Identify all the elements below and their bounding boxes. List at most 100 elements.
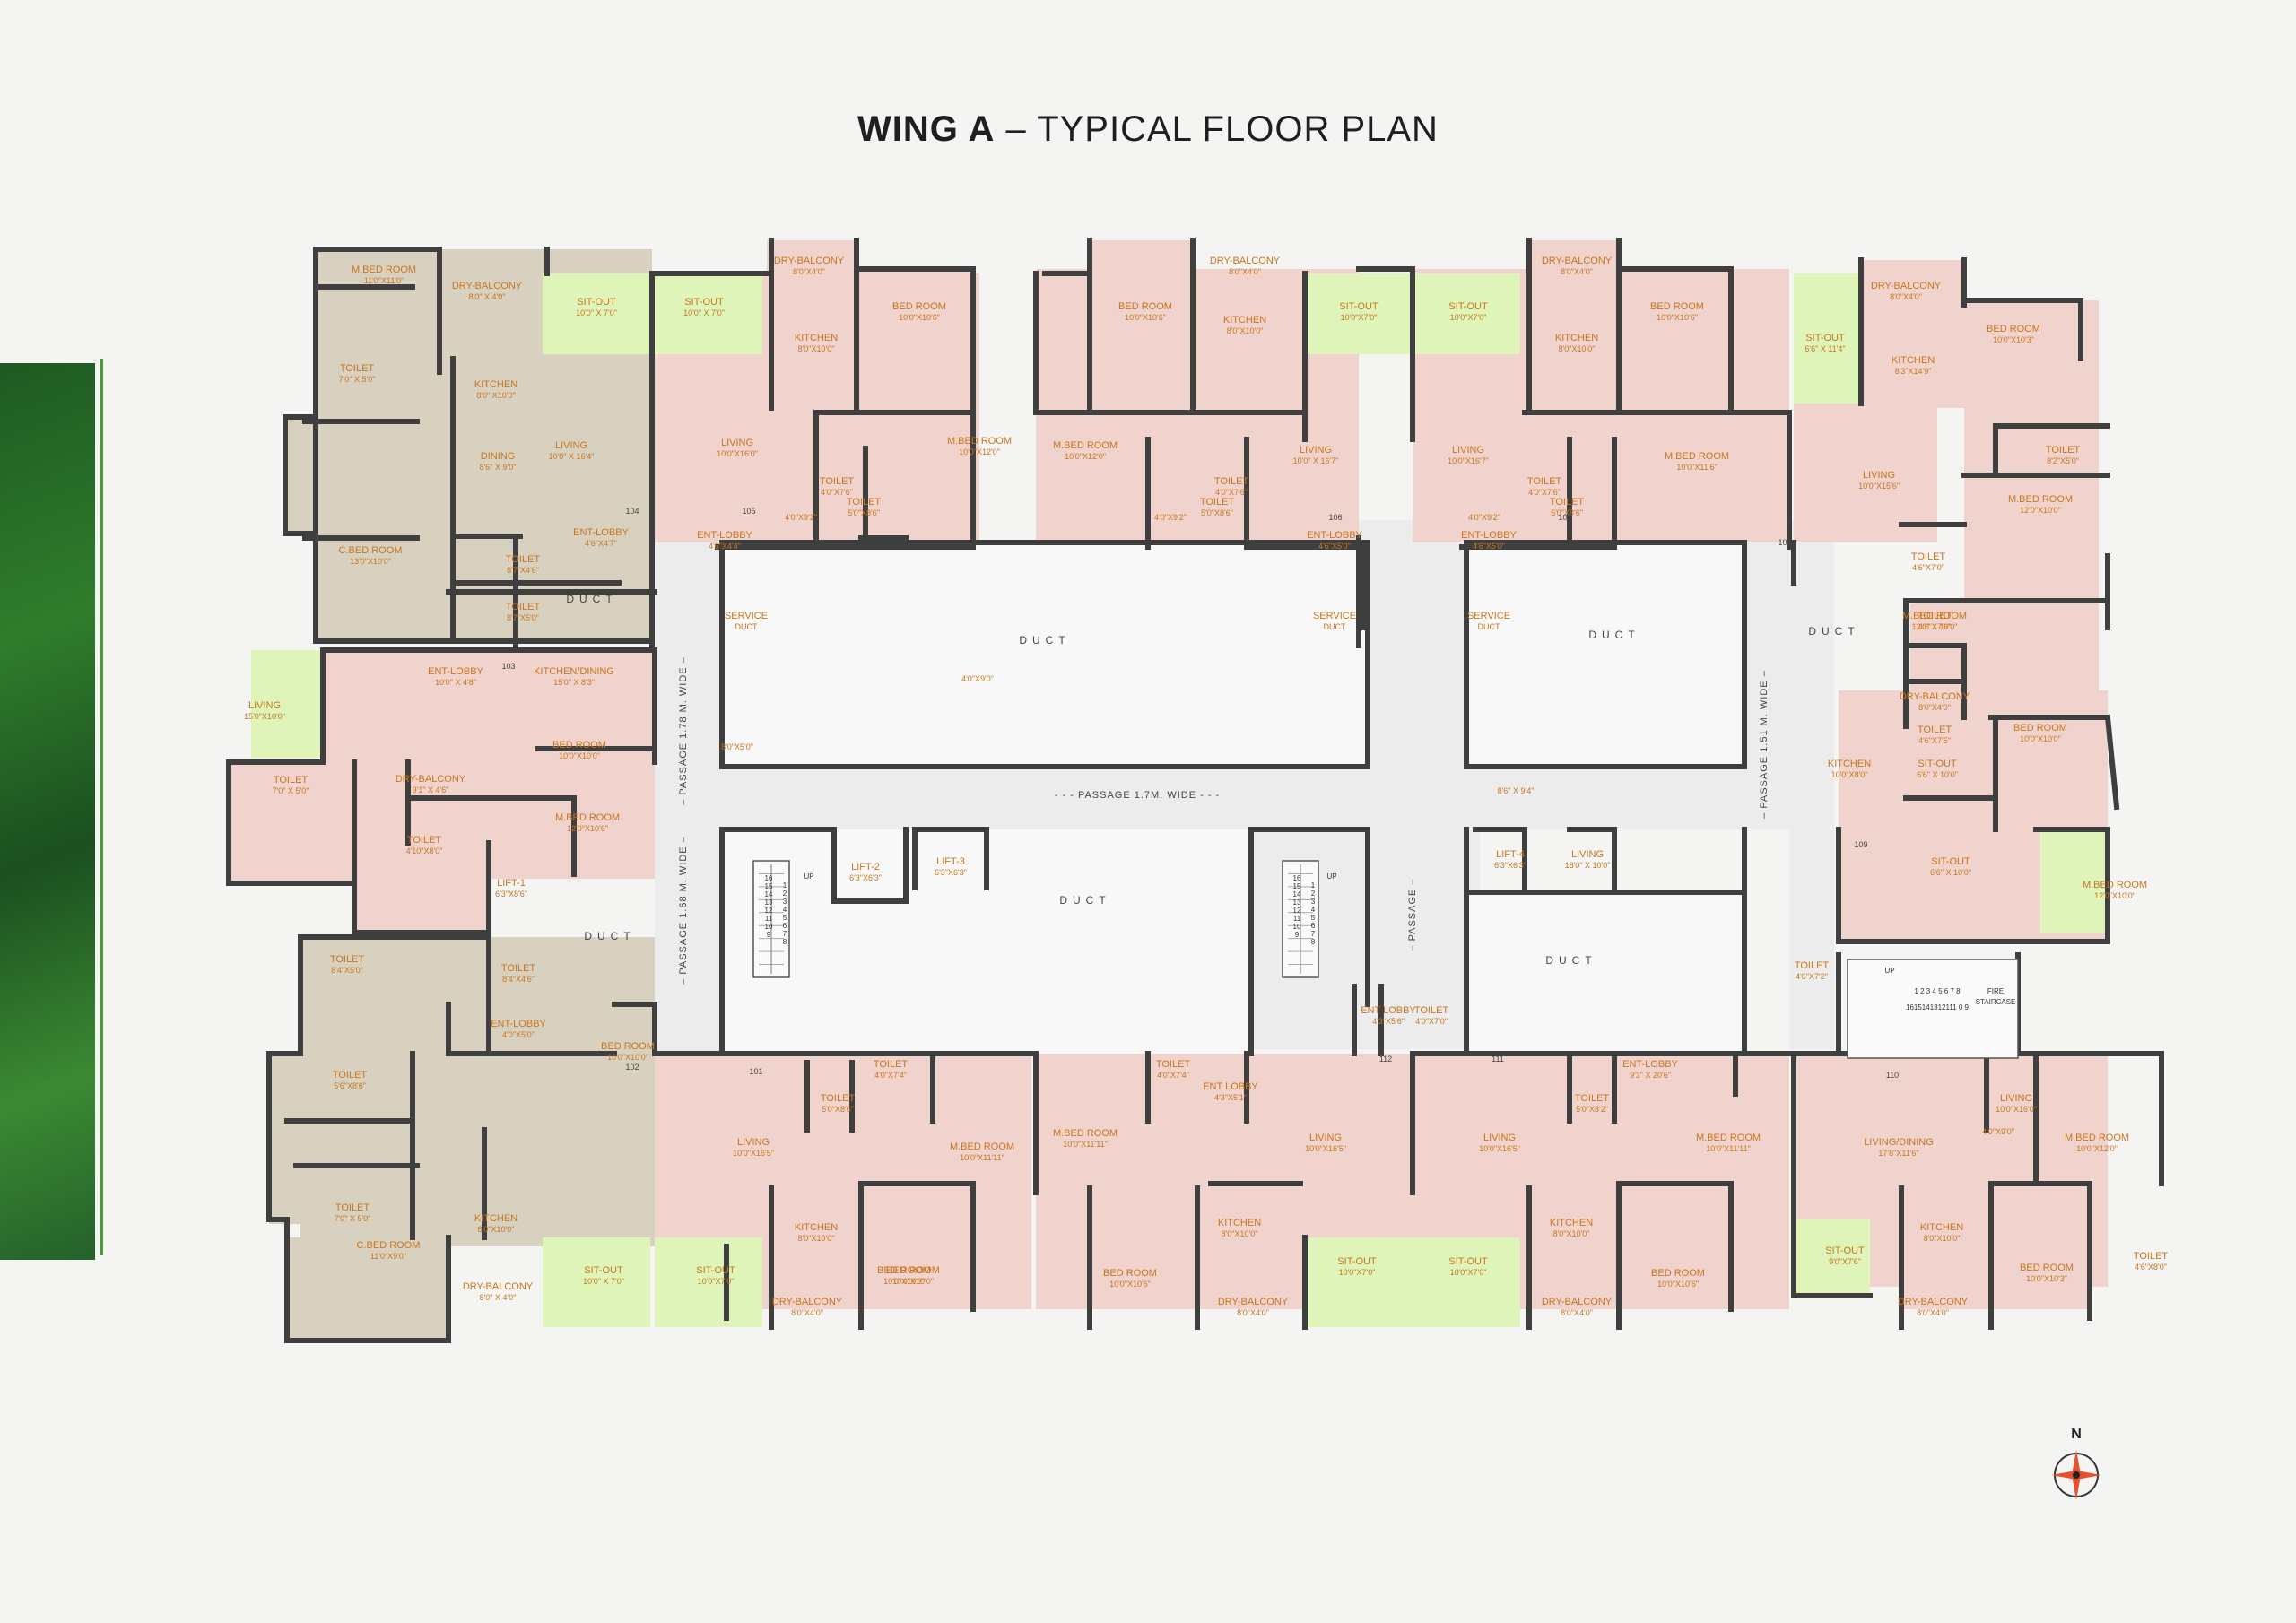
room-label: ENT-LOBBY (1622, 1059, 1678, 1070)
compass-center (2073, 1471, 2080, 1479)
dimension-note: 8'0"X5'0" (721, 742, 753, 751)
room-label: ENT-LOBBY (1461, 530, 1517, 541)
room-dimension: 18'0" X 10'0" (1565, 861, 1611, 870)
room-dimension: 10'0"X10'0" (2020, 734, 2061, 743)
room-label: SIT-OUT (1931, 856, 1970, 867)
room-label: LIFT-2 (851, 862, 880, 872)
room-dimension: 4'6"X5'0" (1473, 542, 1505, 551)
room-dimension: 10'0"X11'11" (1063, 1140, 1108, 1149)
room-label: ENT LOBBY (1361, 1005, 1416, 1016)
stair-number: 8 (1311, 938, 1316, 946)
room-dimension: 8'0"X4'0" (793, 267, 825, 276)
room-fill (1619, 269, 1731, 412)
flat-number: 103 (501, 662, 515, 671)
room-label: SIT-OUT (577, 297, 616, 308)
room-dimension: 9'3" X 20'6" (1630, 1071, 1671, 1080)
room-label: M.BED ROOM (950, 1141, 1014, 1152)
room-label: TOILET (1918, 611, 1952, 621)
room-label: KITCHEN (474, 379, 517, 390)
room-dimension: 15'0" X 8'3" (553, 678, 595, 687)
room-label: ENT-LOBBY (697, 530, 752, 541)
room-fill (1794, 1219, 1870, 1296)
room-label: SIT-OUT (1448, 1256, 1488, 1267)
stair-number: 6 (1311, 922, 1316, 930)
room-label: ENT-LOBBY (573, 527, 629, 538)
room-label: KITCHEN (1223, 315, 1266, 325)
room-label: TOILET (333, 1070, 368, 1081)
room-dimension: 15'0"X10'0" (244, 712, 285, 721)
room-dimension: 10'0"X11'11" (1706, 1144, 1751, 1153)
room-label: SERVICE (725, 611, 768, 621)
room-dimension: 4'6"X7'6" (1918, 622, 1951, 631)
room-dimension: 8'0" X 4'0" (469, 292, 506, 301)
room-dimension: 5'6"X8'6" (334, 1081, 366, 1090)
room-dimension: 8'3"X14'9" (1895, 367, 1932, 376)
stair-number: 16 (1293, 874, 1301, 882)
flat-number: 101 (749, 1067, 762, 1076)
room-label: M.BED ROOM (1053, 440, 1118, 451)
dimension-note: 4'0"X9'0" (1982, 1127, 2014, 1136)
room-dimension: 11'0"X11'0" (364, 276, 404, 285)
room-label: TOILET (1918, 725, 1952, 735)
room-dimension: 10'0"X12'0" (2076, 1144, 2118, 1153)
compass-label: N (2071, 1427, 2082, 1442)
room-dimension: 4'6"X7'2" (1796, 972, 1828, 981)
room-dimension: 5'0"X8'6" (822, 1105, 854, 1114)
room-label: DRY-BALCONY (1871, 281, 1942, 291)
room-fill (771, 1184, 861, 1309)
room-label: C.BED ROOM (339, 545, 403, 556)
page-title: WING A – TYPICAL FLOOR PLAN (857, 109, 1439, 149)
flat-number: 110 (1886, 1071, 1899, 1080)
duct-label: DUCT (1019, 634, 1070, 647)
room-label: LIVING (2000, 1093, 2032, 1104)
stair-number: 4 (783, 906, 787, 914)
fire-staircase-label: FIRE (1987, 987, 2004, 995)
north-compass: N (2051, 1427, 2101, 1500)
room-dimension: 10'0"X7'0" (1450, 1268, 1487, 1277)
room-label: KITCHEN (795, 333, 838, 343)
room-dimension: 10'0" X 7'0" (583, 1277, 624, 1286)
room-dimension: 6'3"X6'3" (1494, 861, 1526, 870)
room-label: KITCHEN (1555, 333, 1598, 343)
room-label: KITCHEN (1828, 759, 1871, 769)
duct-label: DUCT (566, 593, 617, 605)
room-dimension: 10'0"X10'6" (899, 313, 940, 322)
room-label: BED ROOM (601, 1041, 655, 1052)
room-label: LIFT-3 (936, 856, 965, 867)
stair-up-label: UP (1884, 967, 1894, 975)
room-dimension: 10'0"X10'0" (892, 1277, 934, 1286)
room-dimension: 6'3"X6'3" (935, 868, 967, 877)
room-dimension: 4'0"X7'6" (821, 488, 853, 497)
fire-stair-numbers-bottom: 1615141312111 0 9 (1906, 1003, 1970, 1011)
room-label: M.BED ROOM (1053, 1128, 1118, 1139)
room-fill (1305, 1237, 1413, 1327)
room-dimension: 8'0"X10'0" (798, 344, 835, 353)
room-fill (1197, 1184, 1229, 1291)
room-label: KITCHEN (795, 1222, 838, 1233)
room-dimension: 8'0"X4'0" (1561, 1308, 1593, 1317)
room-label: KITCHEN (1892, 355, 1935, 366)
stair-number: 5 (1311, 914, 1316, 922)
room-label: BED ROOM (552, 740, 606, 751)
room-dimension: 10'0"X11'6" (1676, 463, 1717, 472)
room-label: SERVICE (1313, 611, 1356, 621)
room-dimension: 8'0"X4'0" (1890, 292, 1922, 301)
room-label: KITCHEN/DINING (534, 666, 614, 677)
room-fill (251, 650, 323, 758)
room-dimension: 4'3"X5'6" (1372, 1017, 1405, 1026)
stair-number: 10 (765, 923, 773, 931)
room-label: TOILET (506, 554, 541, 565)
room-dimension: 10'0"X7'0" (698, 1277, 735, 1286)
room-fill (1991, 1184, 2090, 1309)
room-dimension: 7'0" X 5'0" (339, 375, 376, 384)
room-dimension: 10'0" X 7'0" (683, 308, 725, 317)
room-dimension: 10'0"X10'3" (1993, 335, 2034, 344)
room-fill (1619, 1184, 1731, 1309)
fire-staircase (1847, 959, 2019, 1059)
room-dimension: 8'0" X10'0" (476, 391, 515, 400)
room-label: LIVING/DINING (1864, 1137, 1934, 1148)
stair-number: 2 (1311, 890, 1316, 898)
room-label: BED ROOM (2020, 1263, 2074, 1273)
room-dimension: 8'7"X5'0" (507, 613, 539, 622)
room-label: SIT-OUT (1918, 759, 1957, 769)
